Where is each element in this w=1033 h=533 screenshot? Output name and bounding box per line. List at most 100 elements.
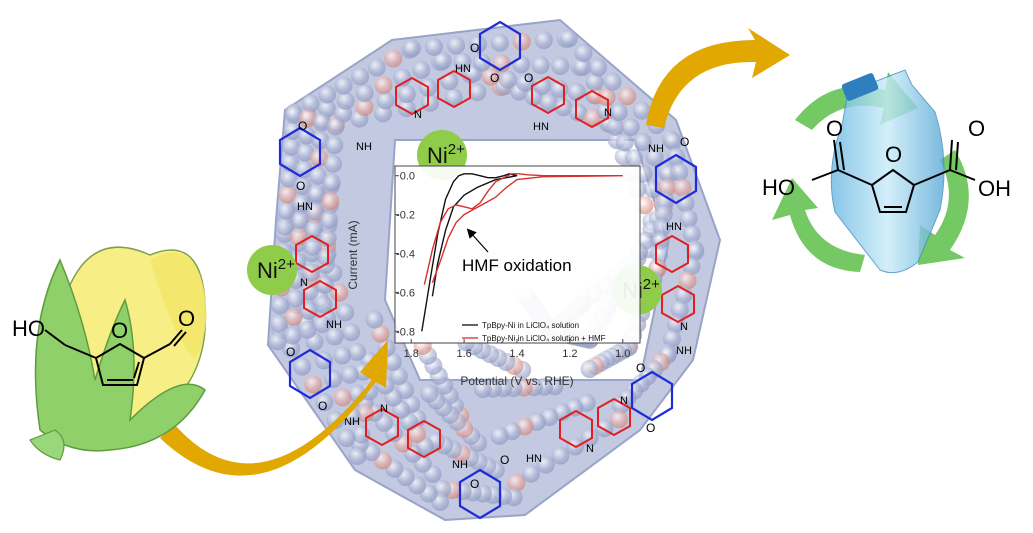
atom-n: N [604,107,612,119]
fdca-structure [811,139,976,213]
atom-sphere [279,169,298,188]
atom-sphere [597,88,616,107]
atom-sphere [567,83,586,101]
atom-sphere [383,352,402,371]
hmf-ring-o-label: O [111,318,128,343]
atom-sphere [573,58,592,76]
atom-sphere [298,320,317,339]
atom-sphere [615,133,634,152]
atom-sphere [313,315,332,334]
atom-sphere [606,117,625,136]
atom-sphere [355,98,374,116]
atom-sphere [304,220,323,239]
atom-n: N [414,109,422,121]
atom-sphere [269,314,288,333]
atom-sphere [320,210,338,229]
atom-sphere [654,205,673,224]
atom-sphere [633,133,652,152]
atom-sphere [292,194,311,212]
atom-sphere [384,49,403,68]
atom-sphere [621,118,640,137]
atom-sphere [453,52,472,71]
atom-sphere [403,39,421,58]
y-tick-label: -0.8 [396,326,415,338]
y-tick-label: -0.4 [396,249,415,261]
atom-sphere [531,56,550,75]
chart-series [421,173,623,332]
atom-o: O [286,345,295,359]
atom-o: O [298,119,307,133]
atom-sphere [367,58,386,77]
fdca-ring-o-label: O [885,142,902,167]
atom-sphere [298,109,317,128]
atom-sphere [603,72,622,91]
atom-sphere [276,217,294,236]
atom-sphere [306,202,325,221]
atom-sphere [297,126,316,145]
atom-sphere [574,44,593,62]
atom-sphere [468,35,487,54]
atom-sphere [321,192,340,211]
atom-sphere [294,160,313,179]
atom-sphere [490,426,509,445]
atom-sphere [663,329,681,348]
fdca-ho-label: HO [762,175,795,200]
tp-cores [278,20,698,520]
gold-arrow-right [646,28,790,128]
annotation-arrow [466,228,489,253]
atom-sphere [325,136,344,155]
atom-sphere [667,147,686,166]
atom-nh: NH [452,459,468,471]
atom-sphere [580,360,599,378]
y-tick-label: -0.6 [396,287,415,299]
atom-sphere [686,242,705,261]
atom-sphere [365,310,384,329]
fdca-left-o-label: O [826,116,843,141]
atom-sphere [522,464,540,483]
atom-sphere [682,257,701,275]
atom-sphere [303,237,322,256]
atom-sphere [421,93,440,112]
atom-sphere [333,388,352,407]
atom-sphere [325,327,344,346]
atom-sphere [644,180,663,199]
atom-sphere [516,73,535,92]
atom-o: O [470,477,479,491]
atom-sphere [315,393,334,412]
atom-sphere [291,210,310,229]
legend-label-series-2: TpBpy-Ni in LiClO₄ solution + HMF [482,334,606,343]
atom-sphere [656,191,675,210]
atom-sphere [682,224,701,243]
atom-sphere [679,209,698,228]
atom-o: O [500,453,509,467]
ni-label: Ni2+ [257,256,295,283]
atom-sphere [355,84,374,102]
atom-sphere [317,99,336,118]
atom-sphere [425,37,443,56]
atom-sphere [284,308,303,327]
series-line-2 [423,173,623,285]
chart-legend: TpBpy-Ni in LiClO₄ solution TpBpy-Ni in … [462,321,606,343]
fdca-right-o-label: O [968,116,985,141]
atom-sphere [653,218,672,237]
atom-n: N [380,403,388,415]
atom-o: O [524,71,533,85]
atom-hn: HN [455,63,471,75]
atom-sphere [664,132,682,151]
atom-sphere [632,101,651,120]
atom-n: N [620,395,628,407]
atom-o: O [646,421,655,435]
atom-sphere [468,83,487,102]
atom-sphere [348,342,366,361]
atom-sphere [618,87,637,106]
atom-sphere [533,76,552,95]
atom-sphere [673,178,692,197]
atom-sphere [559,29,578,48]
atom-o: O [490,71,499,85]
atom-sphere [569,103,588,122]
atom-hn: HN [666,221,682,233]
atom-sphere [678,271,697,290]
atom-o: O [296,179,305,193]
x-tick-label: 1.4 [509,348,524,360]
